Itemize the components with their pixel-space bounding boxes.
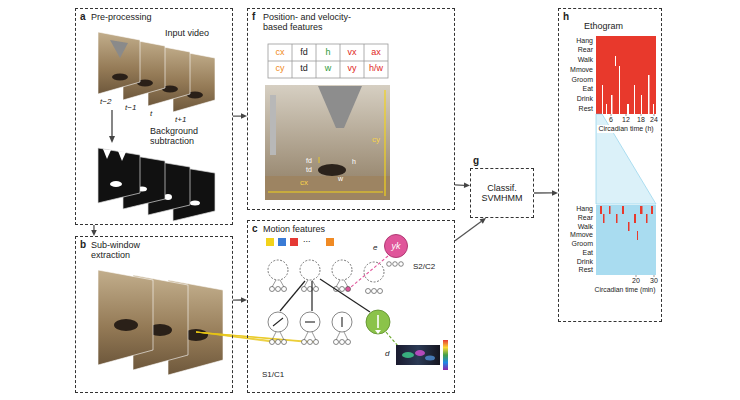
axis-title: Circadian time (h) <box>597 125 654 133</box>
process-arrow <box>109 110 115 143</box>
layer-label: S1/C1 <box>262 370 284 379</box>
panel-title: Ethogram <box>584 21 623 31</box>
arrow-line <box>233 115 241 116</box>
table-cell: td <box>300 63 308 73</box>
measure-label: td <box>306 166 312 174</box>
time-label: t−2 <box>100 97 111 106</box>
panel-letter: g <box>473 155 479 167</box>
behaviour-label: Groom <box>572 76 593 84</box>
panel-letter: h <box>563 11 569 23</box>
arrow-line <box>455 184 464 186</box>
video-frames <box>98 32 215 112</box>
panel-box: f Position- and velocity-based features <box>247 8 455 210</box>
behaviour-label: Mmove <box>570 231 593 239</box>
panel-title: Pre-processing <box>91 12 152 22</box>
behaviour-label: Groom <box>572 240 593 248</box>
behaviour-label: Walk <box>578 223 593 231</box>
behaviour-label: Drink <box>577 95 593 103</box>
flow-arrow <box>91 225 97 236</box>
behaviour-label: Rear <box>578 46 593 54</box>
table-cell: vx <box>348 47 357 57</box>
panel-letter: c <box>252 223 258 235</box>
time-label: t+1 <box>175 115 186 124</box>
flow-arrow <box>455 182 470 188</box>
output-unit-circle: yk <box>384 234 408 258</box>
panel-box: hEthogram <box>558 8 662 322</box>
behaviour-label: Rest <box>579 266 593 274</box>
panel-title: Motion features <box>263 224 325 234</box>
arrow-line <box>93 225 94 230</box>
behaviour-label: Rest <box>579 105 593 113</box>
cage-photo <box>265 85 390 200</box>
arrow-line <box>534 192 552 193</box>
behaviour-label: Eat <box>582 85 593 93</box>
behaviour-label: Hang <box>576 37 593 45</box>
panel-box: c Motion features yk <box>247 220 455 393</box>
sampling-lines <box>196 332 316 342</box>
axis-tick: 20 <box>632 277 640 285</box>
panel-letter: f <box>252 11 255 23</box>
flow-arrow <box>455 218 486 241</box>
panel-box: a Pre-processing <box>75 8 233 225</box>
behaviour-label: Drink <box>577 258 593 266</box>
axis-title: Circadian time (min) <box>594 286 657 294</box>
subtracted-frames <box>98 148 215 221</box>
table-cell: fd <box>300 47 308 57</box>
measure-label: cy <box>372 135 380 144</box>
behaviour-label: Walk <box>578 56 593 64</box>
classifier-label: Classif. SVMHMM <box>476 183 528 204</box>
behaviour-label: Eat <box>582 249 593 257</box>
measure-label: fd <box>306 157 312 165</box>
table-cell: vy <box>348 63 357 73</box>
frame-caption: Background subtraction <box>150 126 212 147</box>
measure-label: w <box>338 175 343 183</box>
unit-label: yk <box>392 241 401 251</box>
ellipsis: ... <box>303 234 311 244</box>
sub-panel-letter: d <box>385 349 389 358</box>
panel-title: Sub-window extraction <box>91 240 153 261</box>
arrow-head <box>480 218 486 224</box>
table-cell: cy <box>276 63 285 73</box>
table-cell: h <box>325 47 330 57</box>
table-cell: ax <box>371 47 381 57</box>
feature-network <box>266 238 448 370</box>
behaviour-label: Hang <box>576 205 593 213</box>
table-cell: w <box>325 63 332 73</box>
feature-table-grid <box>268 44 388 78</box>
panel-box: b Sub-window extraction <box>75 236 233 393</box>
arrow-line <box>455 222 481 241</box>
panel-letter: b <box>80 239 86 251</box>
axis-tick: 18 <box>637 116 645 124</box>
axis-tick: 24 <box>650 116 658 124</box>
behaviour-label: Mmove <box>570 66 593 74</box>
flow-arrow <box>534 190 558 196</box>
axis-tick: 30 <box>650 277 658 285</box>
arrow-line <box>233 299 241 300</box>
behaviour-label: Rear <box>578 214 593 222</box>
layer-label: S2/C2 <box>413 262 435 271</box>
panel-letter: a <box>80 11 86 23</box>
table-cell: cx <box>276 47 285 57</box>
ethogram-chart <box>596 36 656 277</box>
sub-panel-letter: e <box>373 243 377 252</box>
frame-caption: Input video <box>165 28 209 38</box>
classifier-box: gClassif. SVMHMM <box>470 168 534 218</box>
time-label: t−1 <box>125 103 136 112</box>
sub-window-frames <box>98 270 223 375</box>
measure-label: cx <box>300 178 308 187</box>
table-cell: h/w <box>369 63 383 73</box>
axis-tick: 6 <box>609 116 613 124</box>
time-label: t <box>150 109 152 118</box>
panel-title: Position- and velocity-based features <box>263 12 375 33</box>
flow-arrow <box>233 113 247 119</box>
axis-tick: 12 <box>622 116 630 124</box>
measure-label: h <box>352 158 356 166</box>
flow-arrow <box>233 297 247 303</box>
